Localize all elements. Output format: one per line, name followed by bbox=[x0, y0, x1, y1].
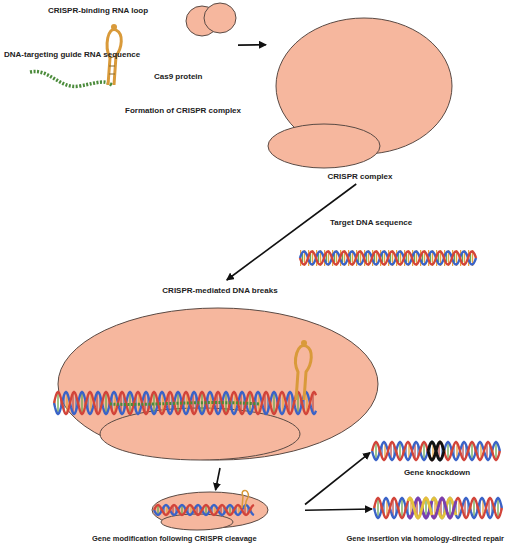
flow-arrow bbox=[227, 184, 356, 280]
guide-rna bbox=[30, 72, 112, 87]
dna-strand bbox=[300, 252, 476, 265]
annotation-label: Target DNA sequence bbox=[330, 218, 412, 228]
flow-arrow bbox=[238, 44, 266, 46]
flow-arrow bbox=[305, 453, 370, 505]
dna-rungs bbox=[300, 250, 476, 266]
process-blob: Gene modification following CRISPR cleav… bbox=[92, 490, 305, 548]
protein-illustration bbox=[50, 280, 390, 468]
process-blob: Cas9 protein bbox=[150, 0, 238, 82]
node-label: Gene knockdown bbox=[370, 468, 504, 478]
node-label: Cas9 protein bbox=[154, 72, 202, 82]
flow-arrow bbox=[305, 509, 372, 510]
node-label: CRISPR-mediated DNA breaks bbox=[50, 286, 390, 296]
node-label: Gene modification following CRISPR cleav… bbox=[92, 534, 257, 544]
protein-illustration bbox=[150, 0, 238, 82]
protein-illustration bbox=[266, 12, 454, 184]
dna-strand bbox=[300, 252, 476, 265]
flow-arrow bbox=[216, 468, 220, 490]
process-blob: CRISPR complex bbox=[266, 12, 454, 184]
process-blob: Gene insertion via homology-directed rep… bbox=[372, 496, 504, 548]
process-blob: Gene knockdown bbox=[370, 440, 504, 482]
rna-loop-tip bbox=[111, 24, 117, 30]
annotation-label: DNA-targeting guide RNA sequence bbox=[4, 50, 140, 60]
node-label: Gene insertion via homology-directed rep… bbox=[346, 534, 504, 544]
node-label: CRISPR complex bbox=[266, 172, 454, 182]
arrow-label: Formation of CRISPR complex bbox=[125, 106, 241, 116]
process-blob: CRISPR-mediated DNA breaks bbox=[50, 280, 390, 468]
annotation-label: CRISPR-binding RNA loop bbox=[48, 6, 148, 16]
